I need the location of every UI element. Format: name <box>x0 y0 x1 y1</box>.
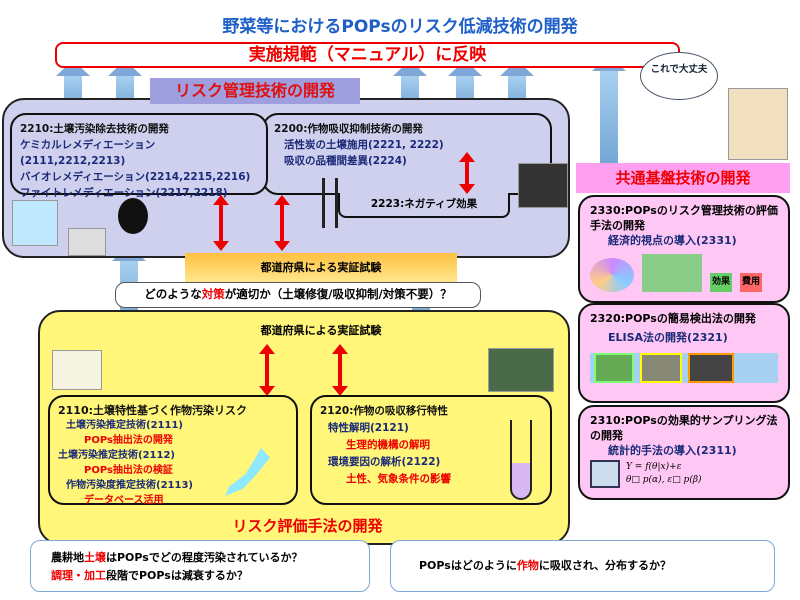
item: 作物汚染度推定技術(2113) <box>66 480 193 491</box>
t: に吸収され、分布するか？ <box>538 559 671 572</box>
teacher-illustration <box>728 88 788 160</box>
speech-cloud: これで大丈夫 <box>640 52 718 100</box>
t: 調理・加工 <box>51 569 106 582</box>
t: 土壌 <box>84 551 106 564</box>
prefecture-trial-top: 都道府県による実証試験 <box>185 253 457 283</box>
box-2320-title: 2320:POPsの簡易検出法の開発 <box>590 312 756 325</box>
q-text: どのような <box>144 287 202 301</box>
cost-tag: 費用 <box>740 273 763 292</box>
risk-evaluation-banner: リスク評価手法の開発 <box>205 513 410 540</box>
item: 生理的機構の解明 <box>346 439 430 451</box>
manual-reflection-box: 実施規範（マニュアル）に反映 <box>55 42 680 68</box>
box-2320: 2320:POPsの簡易検出法の開発 ELISA法の開発(2321) <box>578 303 790 403</box>
box-2210-item: ファイトレメディエーション(2217,2218) <box>20 187 228 199</box>
box-2210-item: ケミカルレメディエーション(2111,2212,2213) <box>20 139 156 167</box>
box-2310: 2310:POPsの効果的サンプリング法の開発 統計的手法の導入(2311) Y… <box>578 405 790 500</box>
box-2310-sub: 統計的手法の導入(2311) <box>608 444 737 457</box>
t: 段階でPOPsは減衰するか？ <box>106 569 248 582</box>
box-2330-sub: 経済的視点の導入(2331) <box>608 234 737 247</box>
double-arrow <box>274 195 290 251</box>
dna-icon <box>322 178 338 228</box>
risk-management-banner: リスク管理技術の開発 <box>150 78 360 104</box>
box-2110: 2110:土壌特性基づく作物汚染リスク 土壌汚染推定技術(2111) POPs抽… <box>48 395 298 506</box>
common-tech-banner: 共通基盤技術の開発 <box>576 163 790 193</box>
double-arrow <box>332 344 348 396</box>
double-arrow <box>259 344 275 396</box>
item: データベース活用 <box>84 495 164 506</box>
box-2110-title: 2110:土壌特性基づく作物汚染リスク <box>58 404 248 417</box>
item: POPs抽出法の検証 <box>84 465 173 476</box>
countermeasure-question: どのような対策が適切か（土壌修復/吸収抑制/対策不要）？ <box>115 282 481 308</box>
elisa-process-strip <box>590 353 778 383</box>
box-2210: 2210:土壌汚染除去技術の開発 ケミカルレメディエーション(2111,2212… <box>10 113 268 199</box>
t: 農耕地 <box>51 551 84 564</box>
formula: Y = f(θ|x)+ε <box>626 462 682 472</box>
field-photo <box>594 353 634 383</box>
graph-illustration <box>52 350 102 390</box>
cd-icon <box>590 258 634 292</box>
charcoal-photo <box>518 163 568 208</box>
double-arrow <box>213 195 229 251</box>
soil-question-box: 農耕地土壌はPOPsでどの程度汚染されているか？ 調理・加工段階でPOPsは減衰… <box>30 540 370 592</box>
t: POPsはどのように <box>419 559 517 572</box>
item: POPs抽出法の開発 <box>84 435 173 446</box>
box-2310-title: 2310:POPsの効果的サンプリング法の開発 <box>590 414 778 442</box>
item: 特性解明(2121) <box>328 422 409 434</box>
prefecture-trial-bottom: 都道府県による実証試験 <box>260 324 382 337</box>
q-text: が適切か（土壌修復/吸収抑制/対策不要）？ <box>224 287 452 301</box>
test-tube-plant-icon <box>510 420 532 500</box>
q-accent: 対策 <box>201 287 225 301</box>
page-title: 野菜等におけるPOPsのリスク低減技術の開発 <box>222 17 578 37</box>
plate-photo <box>688 353 734 383</box>
t: 作物 <box>516 559 539 572</box>
greenhouse-photo <box>488 348 554 392</box>
lab-photo <box>640 353 682 383</box>
t: はPOPsでどの程度汚染されているか？ <box>106 551 303 564</box>
box-2223: 2223:ネガティブ効果 <box>338 193 510 218</box>
money-tree-icon <box>642 254 702 292</box>
double-arrow <box>459 152 475 194</box>
box-2210-item: バイオレメディエーション(2214,2215,2216) <box>20 171 251 183</box>
box-2200-title: 2200:作物吸収抑制技術の開発 <box>274 123 423 135</box>
item: 土壌汚染推定技術(2112) <box>58 450 175 461</box>
box-2320-sub: ELISA法の開発(2321) <box>608 331 728 344</box>
box-2120-title: 2120:作物の吸収移行特性 <box>320 405 448 417</box>
item: 土性、気象条件の影響 <box>346 473 451 485</box>
effect-tag: 効果 <box>710 273 733 292</box>
box-2200-item: 活性炭の土壌施用(2221, 2222) <box>284 139 444 151</box>
formula: θ□ p(α), ε□ p(β) <box>626 475 702 485</box>
box-2330-title: 2330:POPsのリスク管理技術の評価手法の開発 <box>590 204 778 232</box>
box-2200: 2200:作物吸収抑制技術の開発 活性炭の土壌施用(2221, 2222) 吸収… <box>262 113 552 195</box>
item: 環境要因の解析(2122) <box>328 456 441 468</box>
flask-icon <box>12 200 58 246</box>
item: 土壌汚染推定技術(2111) <box>66 420 183 431</box>
plant-icon <box>118 198 148 234</box>
crop-question-box: POPsはどのように作物に吸収され、分布するか？ <box>390 540 775 592</box>
box-2330: 2330:POPsのリスク管理技術の評価手法の開発 経済的視点の導入(2331)… <box>578 195 790 303</box>
box-2200-item: 吸収の品種間差異(2224) <box>284 155 407 167</box>
box-2210-title: 2210:土壌汚染除去技術の開発 <box>20 123 169 135</box>
soil-photo <box>68 228 106 256</box>
chart-monitor-icon <box>590 460 620 488</box>
